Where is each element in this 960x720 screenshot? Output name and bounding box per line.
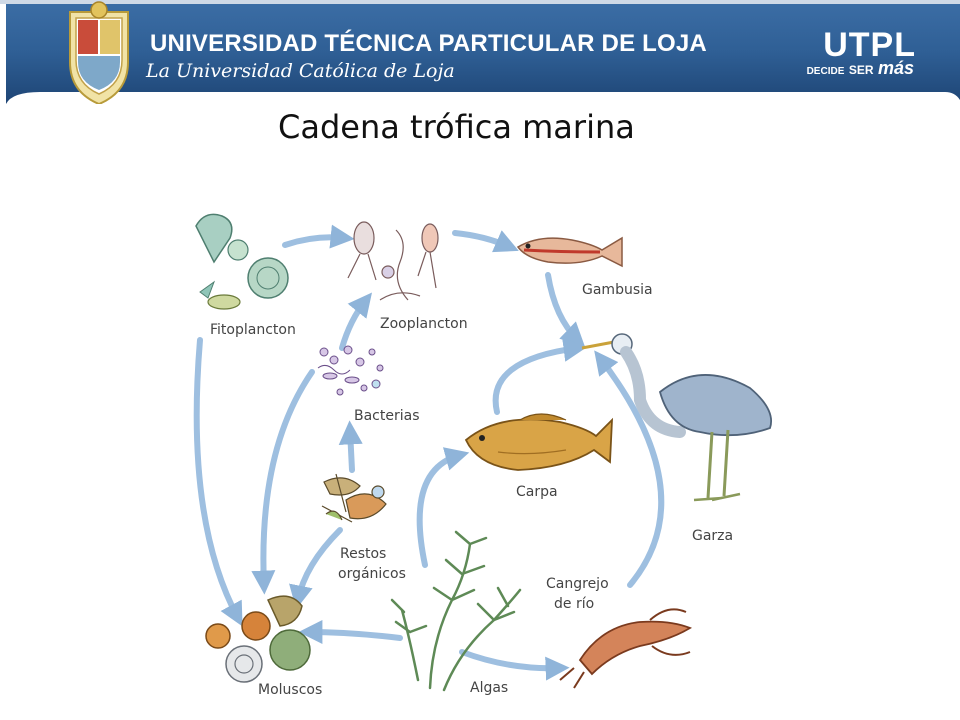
arrow-carpa-garza bbox=[492, 337, 588, 415]
arrow-bacterias-moluscos bbox=[251, 369, 315, 595]
gambusia-fish-icon bbox=[516, 236, 623, 268]
arrow-algas-cangrejo bbox=[459, 649, 570, 681]
label-moluscos: Moluscos bbox=[258, 682, 322, 698]
label-fitoplancton: Fitoplancton bbox=[210, 322, 296, 338]
heron-icon bbox=[581, 333, 772, 502]
label-zooplancton: Zooplancton bbox=[380, 316, 468, 332]
label-carpa: Carpa bbox=[516, 484, 558, 500]
organic-remains-icon bbox=[321, 473, 387, 523]
brand-tagline: DECIDE SER más bbox=[807, 58, 914, 79]
label-bacterias: Bacterias bbox=[354, 408, 420, 424]
label-restos-1: Restos bbox=[340, 546, 386, 562]
arrow-fito-zoo bbox=[282, 224, 355, 249]
label-cangrejo-1: Cangrejo bbox=[546, 576, 609, 592]
zooplankton-icon bbox=[347, 221, 439, 301]
tagline-word-2: SER bbox=[848, 63, 874, 77]
arrow-algas-carpa bbox=[416, 447, 470, 568]
arrow-restos-bacterias bbox=[338, 420, 363, 473]
carp-fish-icon bbox=[464, 413, 614, 471]
bacteria-icon bbox=[317, 345, 384, 396]
arrow-restos-moluscos bbox=[289, 527, 343, 610]
page-title: Cadena trófica marina bbox=[278, 108, 635, 146]
crayfish-icon bbox=[559, 608, 693, 689]
label-restos-2: orgánicos bbox=[338, 566, 406, 582]
arrow-fito-moluscos bbox=[193, 337, 243, 627]
arrow-algas-moluscos bbox=[298, 620, 403, 645]
university-subtitle: La Universidad Católica de Loja bbox=[146, 60, 455, 82]
arrow-cangrejo-garza bbox=[594, 350, 665, 588]
arrow-zoo-gambusia bbox=[452, 230, 519, 253]
tagline-word-3: más bbox=[877, 58, 914, 78]
label-cangrejo-2: de río bbox=[554, 596, 594, 612]
arrow-bacterias-zoo bbox=[339, 292, 372, 351]
label-gambusia: Gambusia bbox=[582, 282, 653, 298]
label-garza: Garza bbox=[692, 528, 733, 544]
label-algas: Algas bbox=[470, 680, 508, 696]
molluscs-icon bbox=[205, 595, 311, 683]
arrow-gambusia-garza bbox=[545, 272, 585, 347]
university-crest-icon bbox=[69, 1, 129, 104]
header-banner: UNIVERSIDAD TÉCNICA PARTICULAR DE LOJA L… bbox=[0, 0, 960, 104]
tagline-word-1: DECIDE bbox=[806, 66, 845, 77]
brand-logo: UTPL bbox=[823, 26, 916, 64]
university-name: UNIVERSIDAD TÉCNICA PARTICULAR DE LOJA bbox=[150, 30, 707, 57]
algae-icon bbox=[390, 530, 522, 692]
phytoplankton-icon bbox=[195, 213, 289, 310]
